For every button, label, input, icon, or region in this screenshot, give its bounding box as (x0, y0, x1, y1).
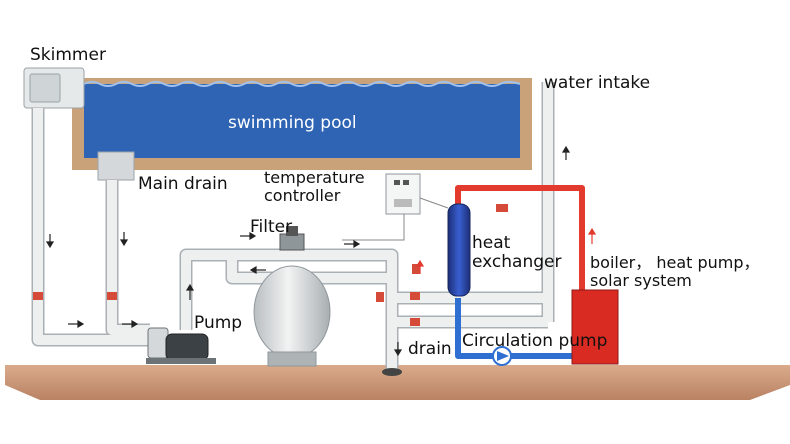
pool (72, 78, 532, 170)
heat-exchanger (447, 203, 471, 297)
hot-loop-pipe (455, 185, 585, 292)
filter-tank (253, 226, 331, 367)
valves (33, 204, 508, 326)
circulation-pump-label: Circulation pump (462, 331, 608, 351)
main-drain-label: Main drain (138, 174, 228, 194)
swimming-pool-label: swimming pool (228, 113, 357, 133)
temperature-controller-box (385, 173, 421, 215)
pump-label: Pump (194, 313, 243, 333)
circulation-pump-symbol (492, 346, 512, 366)
pool-water (84, 84, 520, 158)
skimmer (23, 67, 85, 109)
skimmer-label: Skimmer (30, 45, 106, 65)
heater-box (571, 289, 619, 365)
ground (5, 365, 790, 400)
hot-flow-arrows (415, 227, 597, 274)
pool-wave (83, 81, 521, 87)
drain-outlet (382, 368, 402, 376)
flow-arrows (45, 145, 571, 357)
water-intake-label: water intake (544, 73, 651, 93)
heat-exchanger-label: heat exchanger (472, 233, 562, 272)
main-drain-box (97, 151, 135, 181)
temperature-controller-label: temperature controller (264, 168, 365, 205)
controller-wires (342, 197, 449, 241)
filter-label: Filter (250, 217, 293, 237)
drain-label: drain (408, 339, 452, 359)
heat-source-label: boiler， heat pump， solar system (590, 253, 760, 290)
pump-machine (146, 327, 216, 364)
